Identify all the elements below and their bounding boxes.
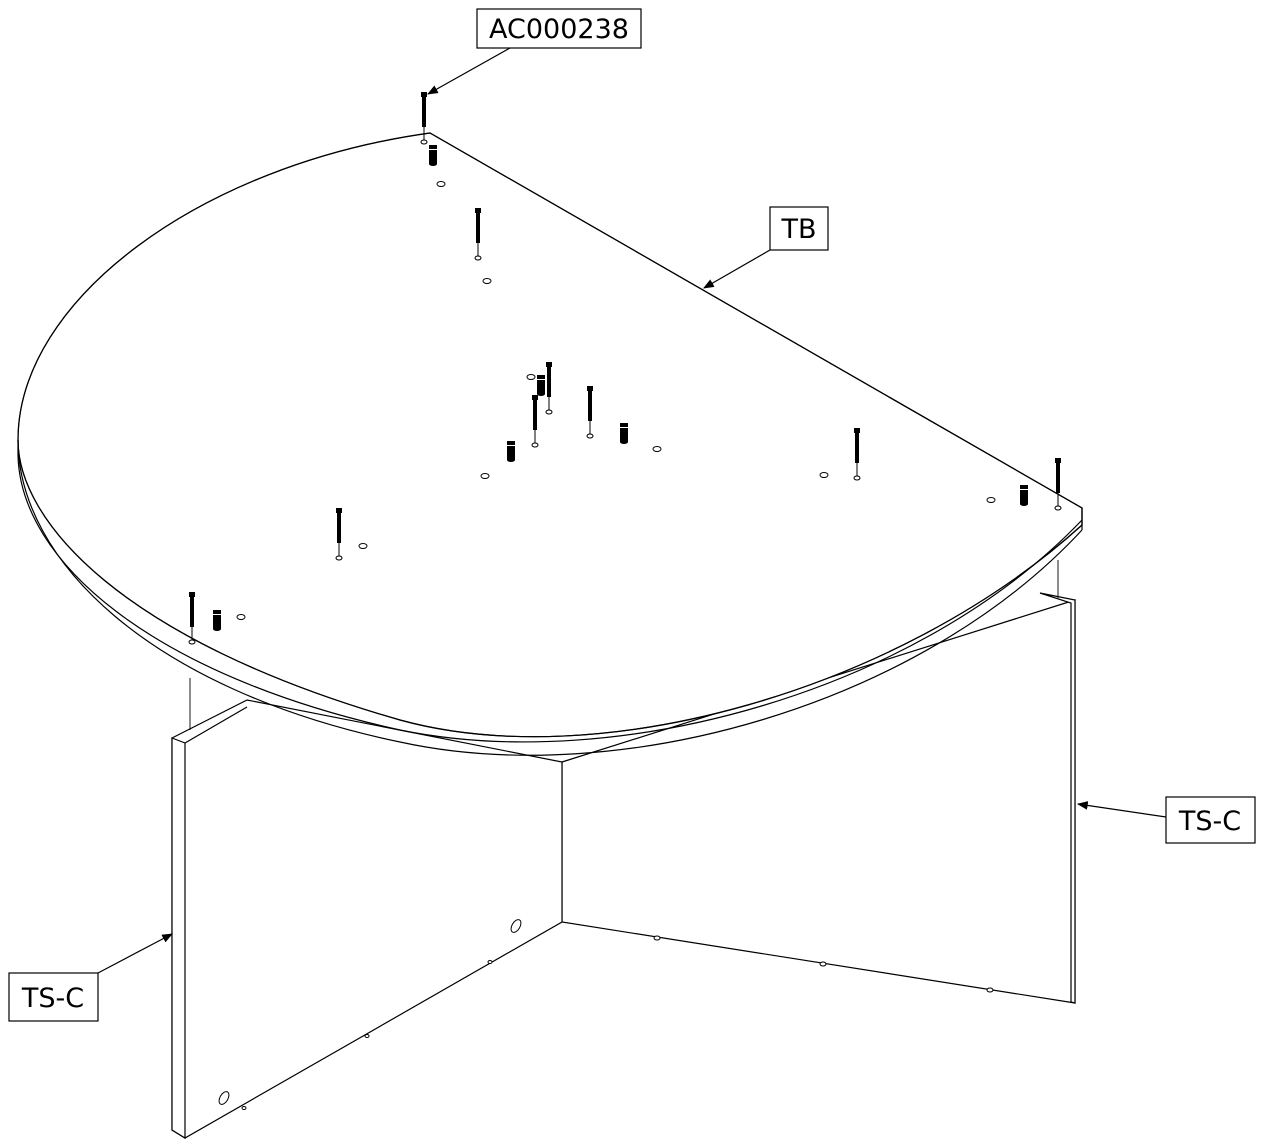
side-panel-left [171, 678, 563, 1140]
callout-tabletop: TB [703, 206, 829, 289]
callout-side-left-label: TS-C [21, 983, 84, 1014]
callout-side-left: TS-C [8, 933, 173, 1022]
callout-side-right: TS-C [1076, 796, 1256, 844]
tabletop [17, 132, 1083, 756]
callout-tabletop-label: TB [780, 214, 816, 245]
callout-side-right-label: TS-C [1178, 806, 1241, 837]
fasteners [188, 91, 1062, 645]
callout-fastener-label: AC000238 [489, 14, 629, 45]
callout-fastener: AC000238 [427, 8, 642, 95]
